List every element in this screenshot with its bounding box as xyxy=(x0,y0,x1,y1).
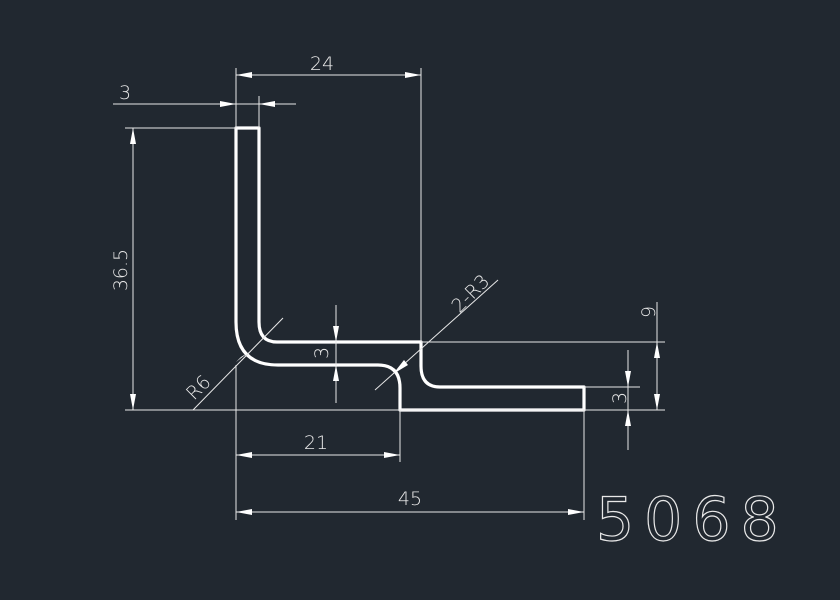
dim-total-width: 45 xyxy=(236,410,585,520)
dim-web-thickness: 3 xyxy=(311,305,339,403)
dim-label: 45 xyxy=(398,488,422,510)
dim-height: 36.5 xyxy=(110,127,665,411)
dim-label: 2-R3 xyxy=(447,270,494,317)
dim-label: 36.5 xyxy=(110,249,132,291)
part-number: 5068 xyxy=(596,485,789,555)
dim-label: 3 xyxy=(609,392,631,404)
dim-top-width: 24 xyxy=(235,53,422,342)
dim-label: 3 xyxy=(119,82,131,104)
dim-label: 21 xyxy=(304,432,328,454)
dim-label: 24 xyxy=(310,53,334,75)
dim-label: R6 xyxy=(182,371,215,404)
profile-outline xyxy=(234,126,586,412)
dim-flange-thickness: 3 xyxy=(584,350,640,450)
dim-wall-thickness: 3 xyxy=(113,82,296,128)
dim-label: 3 xyxy=(311,347,333,359)
dim-inner-width: 21 xyxy=(235,365,401,520)
dim-label: 9 xyxy=(638,306,660,318)
dim-step-height: 9 xyxy=(421,302,665,410)
